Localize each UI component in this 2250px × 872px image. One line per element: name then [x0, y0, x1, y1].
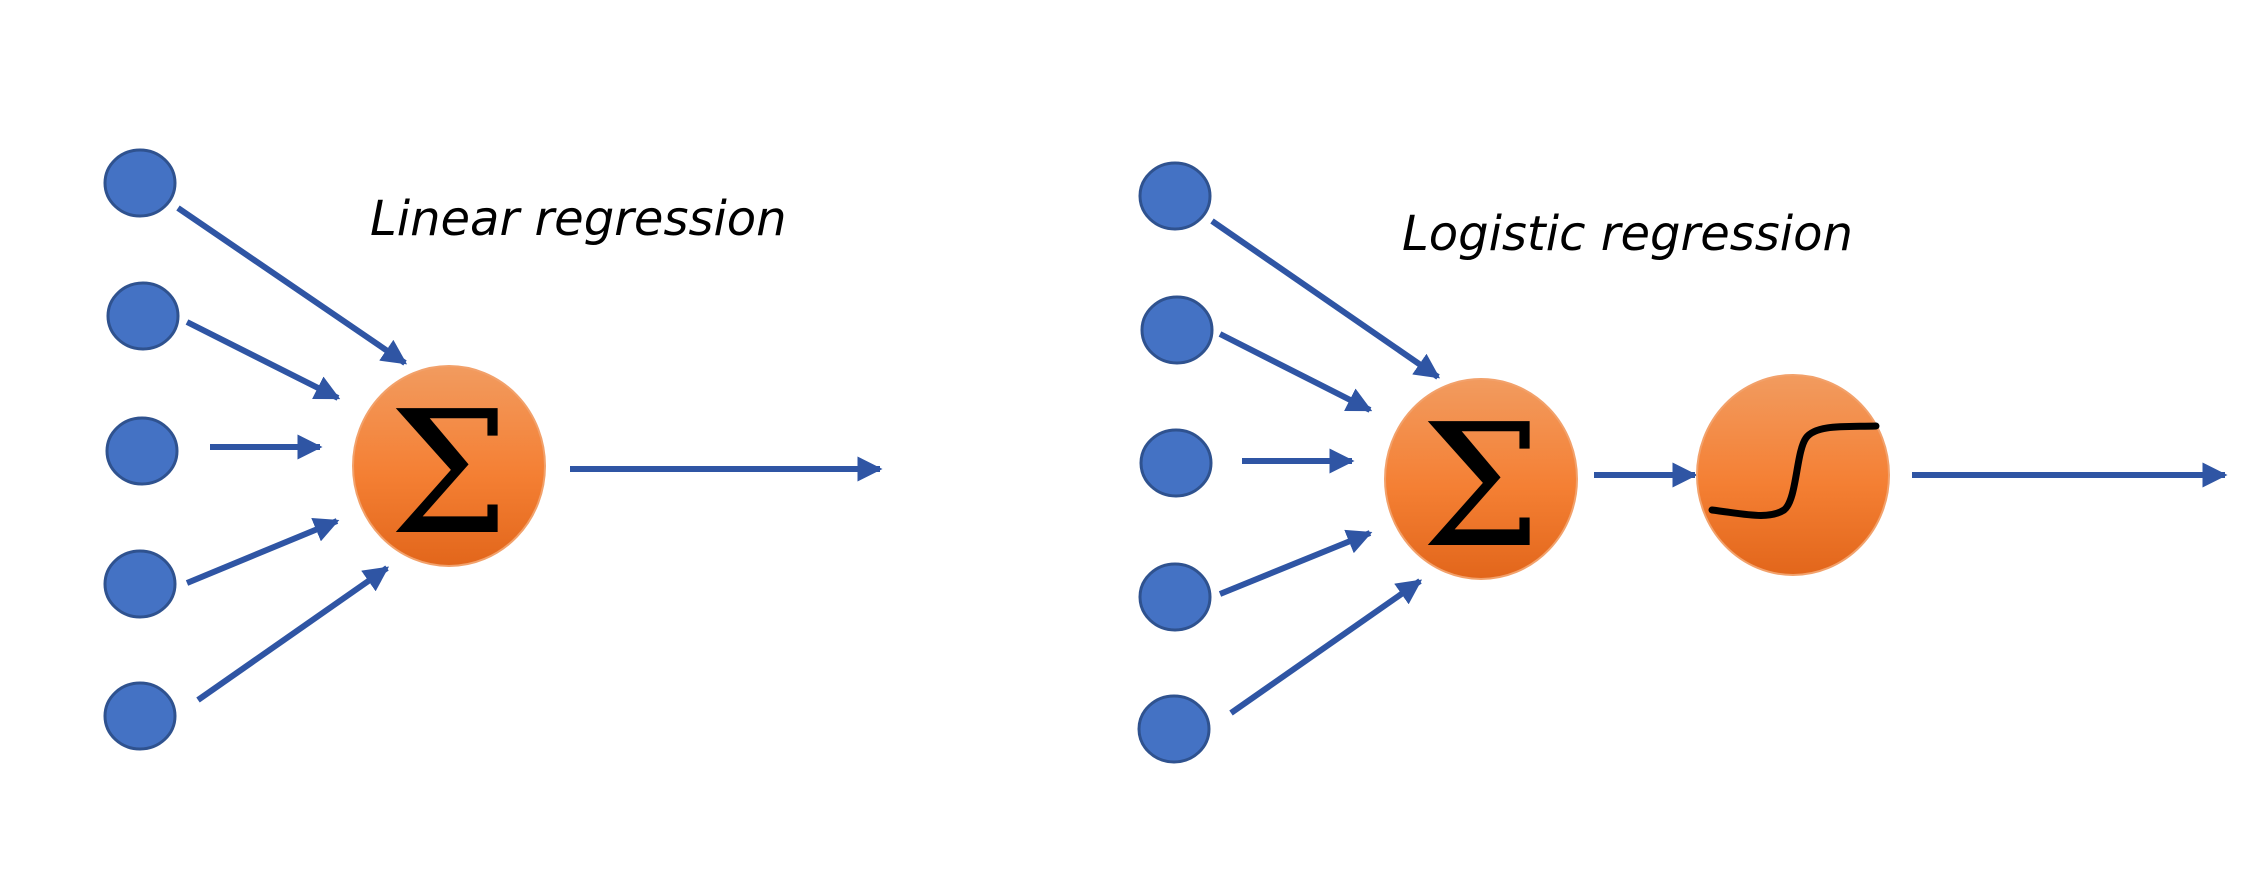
input-node-3	[105, 416, 179, 486]
input-node-5	[103, 681, 177, 751]
summation-node	[1384, 378, 1578, 580]
input-node-4	[1138, 562, 1212, 632]
input-node-4	[103, 549, 177, 619]
input-arrow-2	[185, 319, 341, 401]
input-nodes	[103, 148, 180, 751]
input-arrow-1	[1210, 218, 1441, 380]
input-node-2	[106, 281, 180, 351]
input-arrow-5	[1229, 578, 1423, 716]
linear-regression-panel: Linear regression Σ	[103, 148, 883, 751]
input-arrow-5	[196, 565, 390, 703]
activation-neuron	[1696, 374, 1890, 576]
summation-neuron: Σ	[1384, 378, 1578, 586]
summation-symbol: Σ	[1421, 388, 1541, 586]
input-arrow-1	[176, 205, 408, 366]
input-arrow-4	[1218, 529, 1373, 597]
weight-arrows	[176, 205, 408, 703]
input-node-2	[1140, 295, 1214, 365]
input-node-1	[1138, 161, 1212, 231]
linear-regression-title: Linear regression	[370, 191, 787, 247]
input-arrow-2	[1218, 331, 1373, 413]
logistic-regression-panel: Logistic regression Σ	[1137, 161, 2228, 764]
logistic-regression-title: Logistic regression	[1402, 206, 1853, 262]
summation-node	[352, 365, 546, 567]
weight-arrows	[1210, 218, 1441, 716]
input-nodes	[1137, 161, 1214, 764]
summation-neuron: Σ	[352, 365, 546, 573]
summation-symbol: Σ	[389, 375, 509, 573]
input-node-3	[1139, 428, 1213, 498]
input-arrow-4	[185, 518, 340, 586]
input-node-1	[103, 148, 177, 218]
input-node-5	[1137, 694, 1211, 764]
sigmoid-curve-icon	[1708, 422, 1880, 519]
